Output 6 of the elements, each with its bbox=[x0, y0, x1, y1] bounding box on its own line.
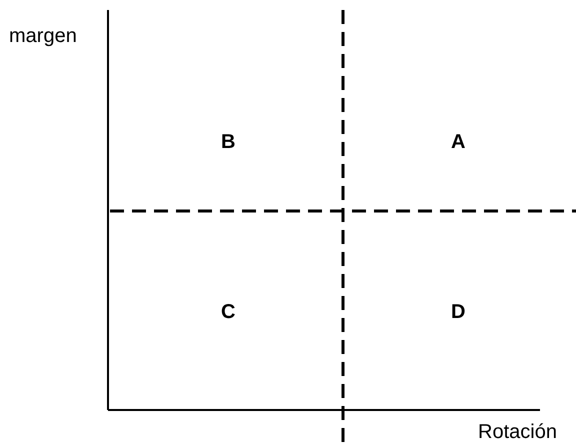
quadrant-label: A bbox=[451, 130, 466, 154]
quadrant-label: D bbox=[451, 300, 466, 324]
quadrant-label: B bbox=[221, 130, 236, 154]
axis-title: Rotación bbox=[478, 420, 557, 444]
quadrant-label: C bbox=[221, 300, 236, 324]
axis-title: margen bbox=[9, 24, 77, 48]
